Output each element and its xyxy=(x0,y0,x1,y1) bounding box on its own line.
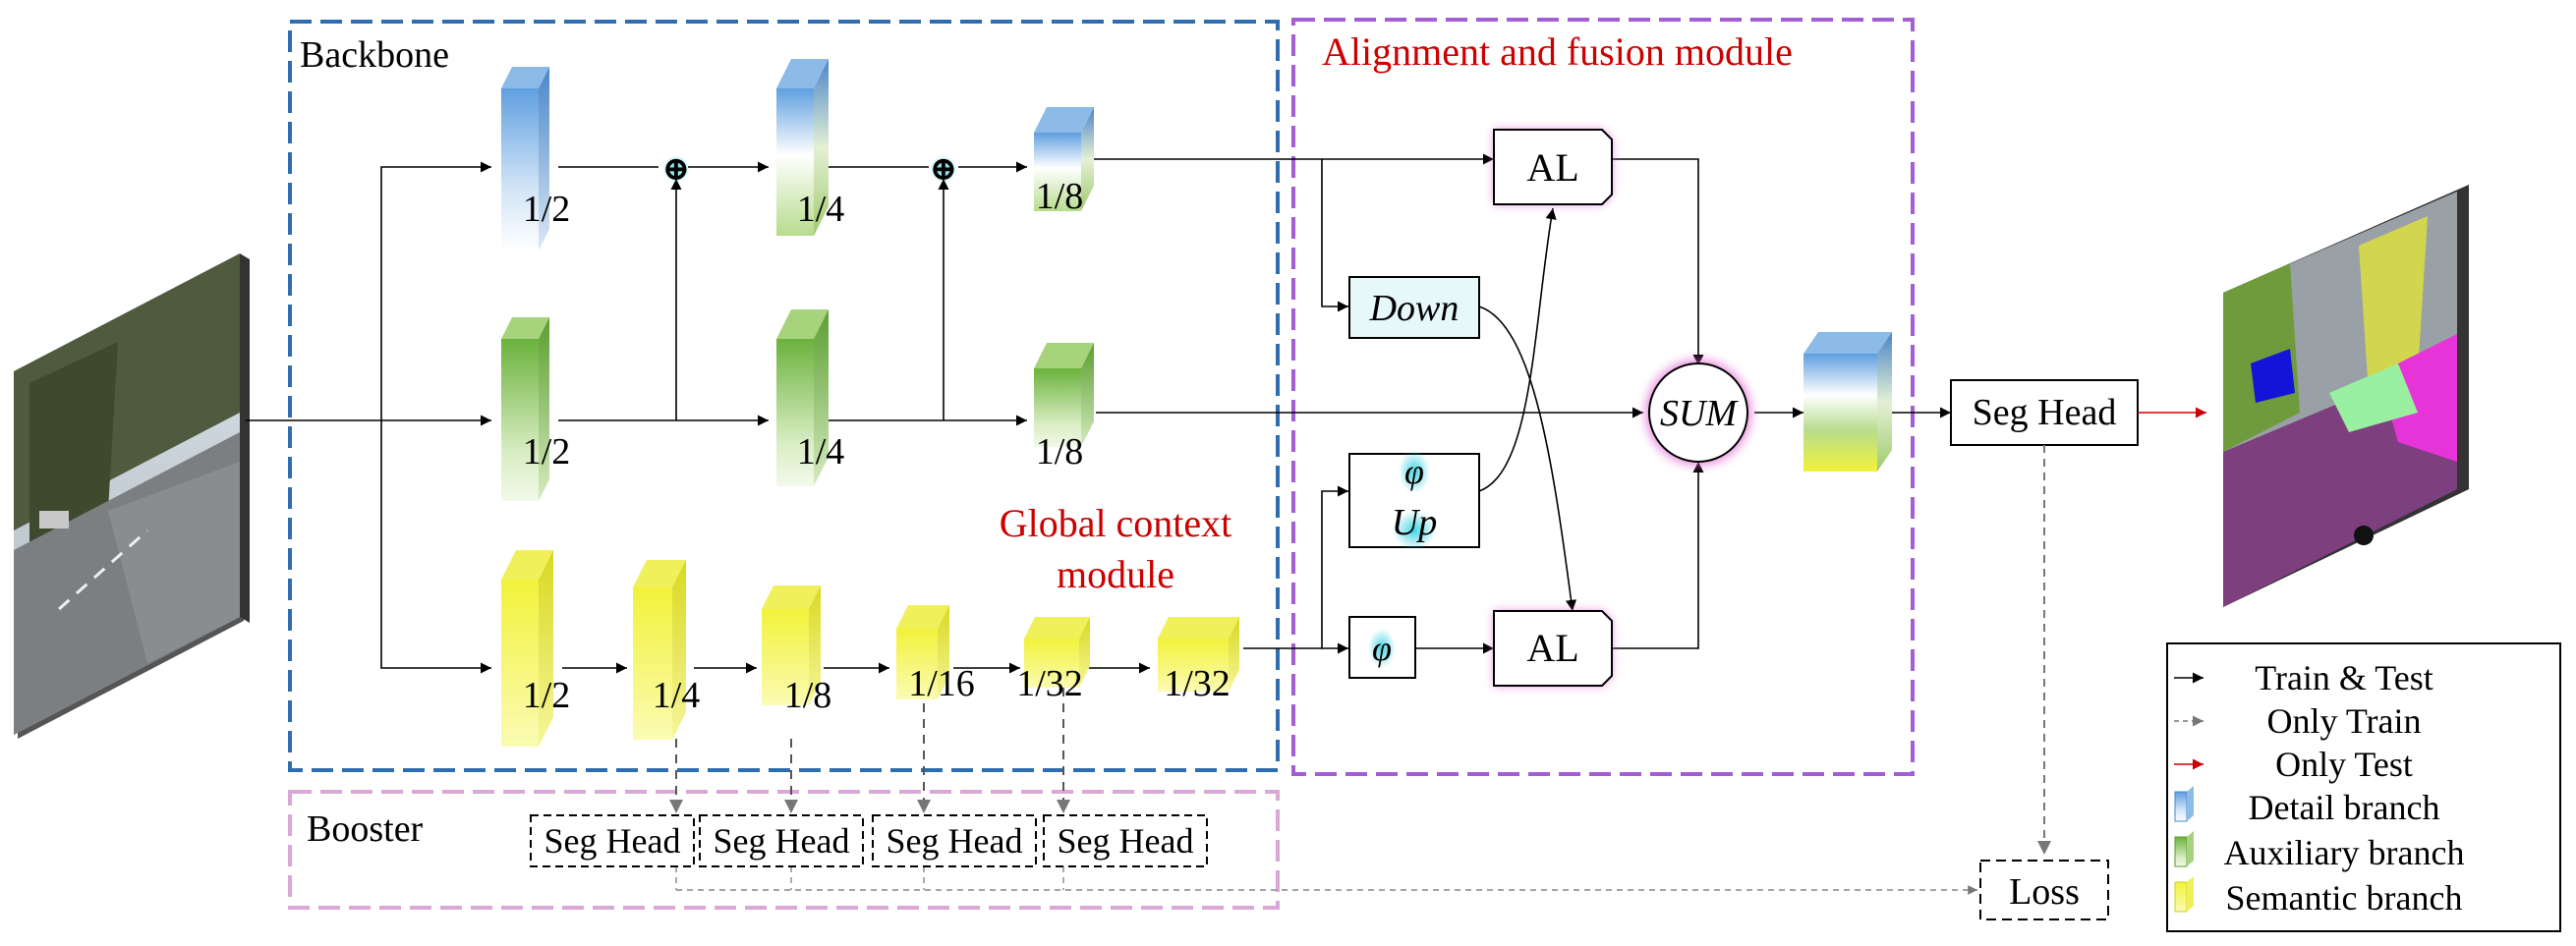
detail-cube-1: 1/2 xyxy=(501,67,570,250)
sum-node: SUM xyxy=(1645,360,1751,466)
legend-auxiliary: Auxiliary branch xyxy=(2224,833,2465,872)
backbone-box xyxy=(288,20,1280,772)
booster-loss-lines xyxy=(675,866,1977,895)
semantic-scale-label-6: 1/32 xyxy=(1164,663,1231,704)
legend: Train & Test Only Train Only Test Detail… xyxy=(2166,642,2561,932)
semantic-cube-1: 1/2 xyxy=(501,550,570,747)
detail-scale-label-1: 1/2 xyxy=(523,189,571,230)
alignment-fusion-box xyxy=(1291,18,1915,776)
legend-semantic: Semantic branch xyxy=(2226,878,2463,918)
legend-only-train: Only Train xyxy=(2266,701,2421,741)
svg-text:Seg Head: Seg Head xyxy=(1973,392,2117,433)
loss-box: Loss xyxy=(1979,860,2109,920)
svg-text:SUM: SUM xyxy=(1660,393,1739,434)
svg-text:⊕: ⊕ xyxy=(662,151,691,188)
svg-text:AL: AL xyxy=(1526,626,1578,670)
legend-train-test: Train & Test xyxy=(2255,658,2433,697)
legend-detail: Detail branch xyxy=(2249,788,2440,827)
semantic-cube-icon xyxy=(2174,876,2194,913)
auxiliary-cube-3: 1/8 xyxy=(1034,343,1094,473)
booster-label: Booster xyxy=(307,808,424,850)
fused-feature-cube xyxy=(1803,332,1892,472)
auxiliary-scale-label-3: 1/8 xyxy=(1036,431,1084,473)
svg-text:Seg Head: Seg Head xyxy=(1058,821,1194,861)
booster-seg-head-4: Seg Head xyxy=(1043,814,1208,867)
up-block: φ Up xyxy=(1348,450,1480,550)
semantic-scale-label-5: 1/32 xyxy=(1016,663,1083,704)
semantic-cube-3: 1/8 xyxy=(762,585,831,716)
input-image xyxy=(14,253,250,739)
auxiliary-cube-2: 1/4 xyxy=(776,309,844,486)
down-block: Down xyxy=(1348,276,1480,339)
detail-cube-icon xyxy=(2174,786,2194,822)
svg-text:φ: φ xyxy=(1404,452,1424,491)
auxiliary-scale-label-2: 1/4 xyxy=(797,431,845,473)
svg-text:Seg Head: Seg Head xyxy=(714,821,850,861)
svg-text:Down: Down xyxy=(1369,288,1460,329)
semantic-cube-4: 1/16 xyxy=(896,605,975,704)
detail-scale-label-2: 1/4 xyxy=(797,189,845,230)
svg-text:Up: Up xyxy=(1392,502,1437,543)
add-node-2: ⊕ xyxy=(930,151,958,188)
global-context-label: Global context xyxy=(1000,501,1232,545)
svg-text:⊕: ⊕ xyxy=(930,151,958,188)
detail-scale-label-3: 1/8 xyxy=(1036,176,1084,217)
svg-text:Loss: Loss xyxy=(2009,871,2080,913)
semantic-scale-label-4: 1/16 xyxy=(908,663,975,704)
auxiliary-cube-icon xyxy=(2174,831,2194,867)
legend-only-test: Only Test xyxy=(2275,745,2413,784)
feature-cubes: 1/2 1/4 1/8 1/2 1/4 1/8 1/2 1/4 1/8 1/16 1/32 1/32 xyxy=(501,59,1239,747)
booster-seg-head-3: Seg Head xyxy=(872,814,1037,867)
svg-text:Seg Head: Seg Head xyxy=(887,821,1023,861)
svg-text:AL: AL xyxy=(1526,145,1578,190)
auxiliary-scale-label-1: 1/2 xyxy=(523,431,571,473)
svg-text:φ: φ xyxy=(1372,629,1392,668)
seg-head-main: Seg Head xyxy=(1950,379,2139,446)
detail-cube-2: 1/4 xyxy=(776,59,844,236)
booster-seg-head-2: Seg Head xyxy=(699,814,864,867)
semantic-scale-label-3: 1/8 xyxy=(784,675,832,716)
segmentation-output xyxy=(2223,185,2469,607)
semantic-cube-2: 1/4 xyxy=(633,560,700,740)
backbone-label: Backbone xyxy=(300,34,449,76)
booster-seg-head-1: Seg Head xyxy=(530,814,695,867)
svg-text:Seg Head: Seg Head xyxy=(544,821,681,861)
align-block-top: AL xyxy=(1493,129,1613,205)
backbone-connectors xyxy=(246,153,1643,674)
semantic-scale-label-1: 1/2 xyxy=(523,675,571,716)
alignment-fusion-label: Alignment and fusion module xyxy=(1322,29,1793,74)
phi-block: φ xyxy=(1348,616,1416,679)
booster-seg-heads: Seg Head Seg Head Seg Head Seg Head xyxy=(530,814,1208,867)
booster-connectors xyxy=(669,688,1070,813)
booster-box xyxy=(288,790,1280,910)
add-node-1: ⊕ xyxy=(662,151,691,188)
fusion-connectors xyxy=(1415,158,1951,654)
global-context-label-2: module xyxy=(1057,552,1174,596)
detail-cube-3: 1/8 xyxy=(1034,107,1094,217)
auxiliary-cube-1: 1/2 xyxy=(501,317,570,501)
semantic-cube-6: 1/32 xyxy=(1158,617,1239,704)
align-block-bottom: AL xyxy=(1493,610,1613,687)
semantic-cube-5: 1/32 xyxy=(1016,617,1090,704)
semantic-scale-label-2: 1/4 xyxy=(653,675,701,716)
